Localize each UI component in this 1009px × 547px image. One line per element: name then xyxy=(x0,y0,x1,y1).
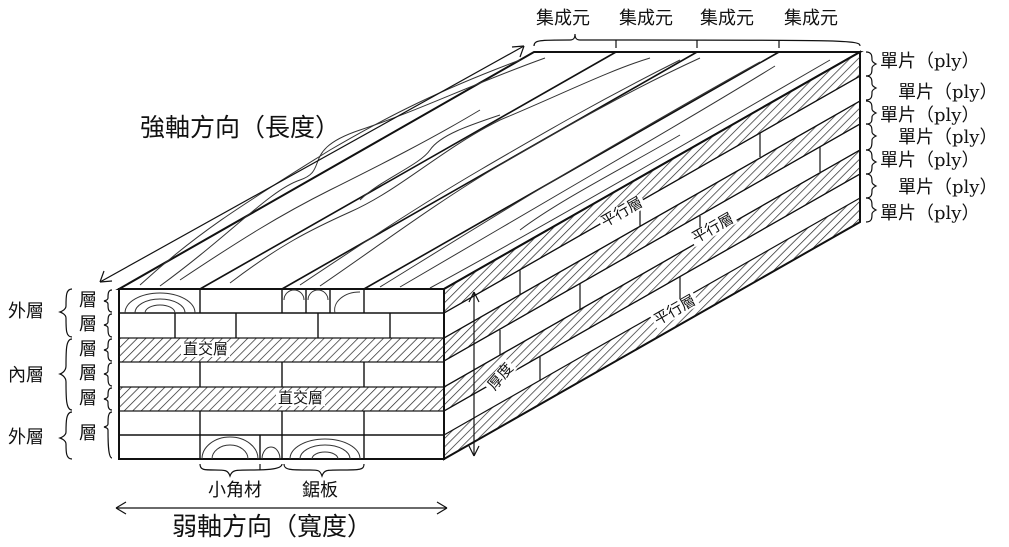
top-label-2: 集成元 xyxy=(619,8,673,29)
weak-axis-label: 弱軸方向（寬度） xyxy=(172,512,373,541)
group-label-inner: 內層 xyxy=(8,365,44,386)
layer-label-5: 層 xyxy=(79,388,97,409)
cross-layer-label-1: 直交層 xyxy=(181,340,231,358)
layer-label-6: 層 xyxy=(79,423,97,444)
layer-label-3: 層 xyxy=(79,339,97,360)
side-face xyxy=(443,50,861,461)
ply-label-7: 單片（ply） xyxy=(880,203,980,224)
cross-layer-label-2: 直交層 xyxy=(276,389,326,407)
top-face xyxy=(115,51,864,290)
layer-label-2: 層 xyxy=(79,314,97,335)
front-face xyxy=(118,288,445,460)
ply-label-3: 單片（ply） xyxy=(880,105,980,126)
strong-axis-arrow xyxy=(99,45,525,283)
group-label-outer-top: 外層 xyxy=(8,301,44,322)
top-label-4: 集成元 xyxy=(784,8,838,29)
top-label-3: 集成元 xyxy=(700,8,754,29)
dimension-arrows xyxy=(99,45,525,515)
layer-label-4: 層 xyxy=(79,363,97,384)
strong-axis-label: 強軸方向（長度） xyxy=(140,113,341,142)
sawn-board-label: 鋸板 xyxy=(302,480,338,501)
group-label-outer-bottom: 外層 xyxy=(8,427,44,448)
ply-label-4: 單片（ply） xyxy=(898,127,998,148)
small-lumber-label: 小角材 xyxy=(208,480,262,501)
ply-label-2: 單片（ply） xyxy=(898,82,998,103)
ply-label-1: 單片（ply） xyxy=(880,51,980,72)
braces xyxy=(58,33,878,478)
top-label-1: 集成元 xyxy=(536,8,590,29)
ply-label-6: 單片（ply） xyxy=(898,177,998,198)
layer-label-1: 層 xyxy=(79,290,97,311)
ply-label-5: 單片（ply） xyxy=(880,150,980,171)
